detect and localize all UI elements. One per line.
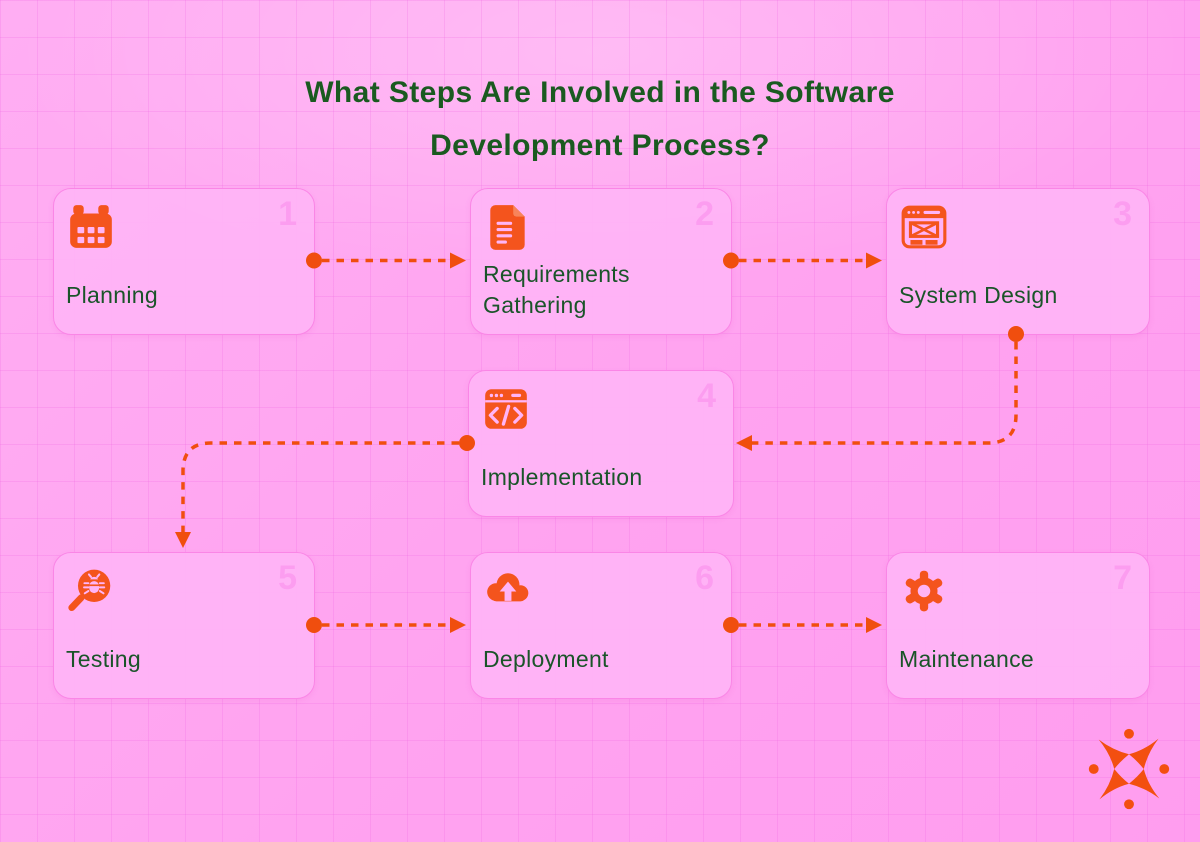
page-title: What Steps Are Involved in the Software … (305, 76, 895, 163)
step-number: 1 (278, 195, 298, 233)
connector-implementation-to-testing (181, 441, 459, 532)
step-number: 5 (278, 559, 298, 597)
bug-search-icon (68, 569, 111, 612)
arrowhead-left (736, 435, 752, 451)
connector-system-design-to-implementation (748, 342, 1018, 445)
arrowhead-right (866, 617, 882, 633)
step-number: 4 (697, 377, 717, 415)
step-label: Maintenance (899, 646, 1034, 673)
step-card-maintenance: 7 Maintenance (886, 552, 1150, 699)
arrowhead-down (175, 532, 191, 548)
code-window-icon (485, 389, 527, 429)
arrowhead-right (450, 252, 466, 269)
step-number: 3 (1113, 195, 1133, 233)
step-number: 7 (1113, 559, 1133, 597)
arrowhead-right (450, 617, 466, 633)
arrowhead-right (866, 252, 882, 269)
browser-wireframe-icon (901, 205, 947, 249)
step-card-testing: 5 Testing (53, 552, 315, 699)
gear-icon (905, 570, 943, 612)
pinwheel-star-logo (1088, 728, 1170, 810)
step-label: System Design (899, 282, 1058, 309)
step-card-deployment: 6 Deployment (470, 552, 732, 699)
step-card-implementation: 4 Implementation (468, 370, 734, 517)
calendar-icon (70, 205, 112, 248)
step-label: Implementation (481, 464, 643, 491)
step-label: Testing (66, 646, 141, 673)
step-label: Requirements Gathering (483, 260, 630, 319)
step-card-planning: 1 Planning (53, 188, 315, 335)
step-card-system-design: 3 System Design (886, 188, 1150, 335)
step-number: 2 (695, 195, 715, 233)
cloud-upload-icon (487, 573, 529, 602)
step-number: 6 (695, 559, 715, 597)
step-label: Deployment (483, 646, 609, 673)
step-card-requirements-gathering: 2 Requirements Gathering (470, 188, 732, 335)
step-label: Planning (66, 282, 158, 309)
document-icon (490, 205, 525, 250)
